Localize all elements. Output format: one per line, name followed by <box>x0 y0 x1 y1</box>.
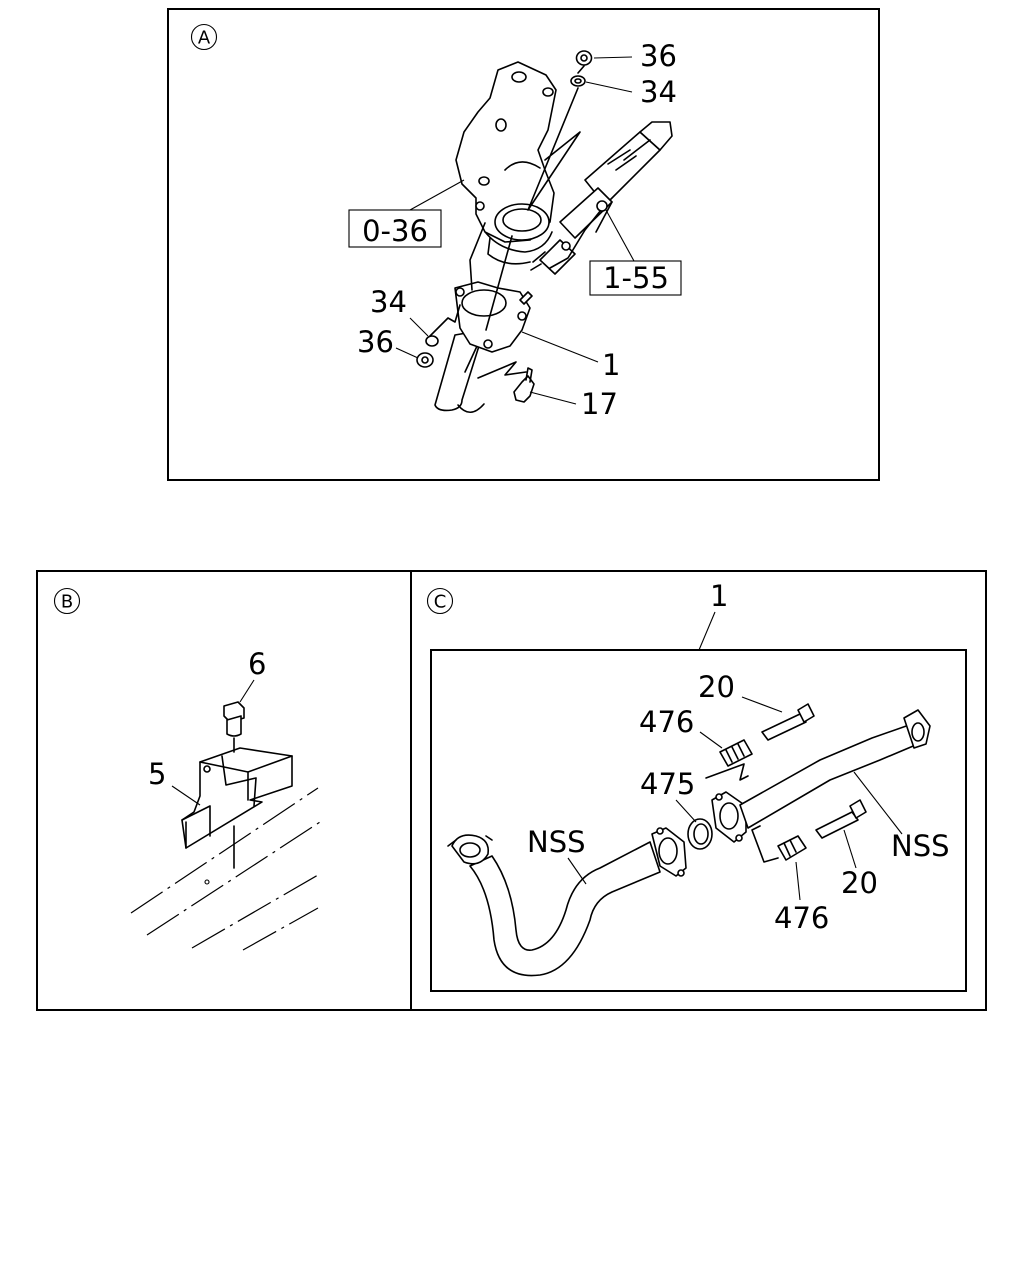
leader-assembly-1 <box>698 611 716 651</box>
bracket-5 <box>181 747 293 869</box>
spring-476-bottom <box>777 835 807 861</box>
panel-a-frame <box>167 8 880 481</box>
leader-36-left <box>395 347 419 359</box>
leader-475 <box>675 799 697 823</box>
bolt-17 <box>513 367 535 403</box>
ref-box-1-55 <box>589 260 682 296</box>
zig-line-bottom <box>751 825 779 863</box>
leader-6 <box>239 679 255 703</box>
panel-b: B 6 5 <box>36 570 412 1011</box>
leader-36-top <box>593 56 633 59</box>
spring-476-top <box>719 739 753 767</box>
nut-36-left <box>416 352 434 368</box>
front-pipe-a <box>434 281 533 414</box>
callout-6: 6 <box>248 647 266 681</box>
leader-0-36 <box>409 179 465 211</box>
nut-36-top <box>575 50 593 66</box>
callout-nss-right: NSS <box>891 829 950 863</box>
callout-475: 475 <box>640 767 695 801</box>
exhaust-manifold <box>455 61 557 265</box>
panel-c: C 1 <box>410 570 987 1011</box>
panel-c-letter-badge: C <box>426 587 454 615</box>
callout-assembly-1: 1 <box>710 579 728 613</box>
callout-476-top: 476 <box>639 705 694 739</box>
panel-a-letter-badge: A <box>190 23 218 51</box>
panel-c-letter: C <box>434 592 447 613</box>
frame-rail-lines <box>130 787 321 951</box>
callout-1: 1 <box>602 348 620 382</box>
zig-line-bottom <box>477 361 527 379</box>
leader-nss-right <box>853 771 903 835</box>
flange-middle <box>651 827 687 877</box>
callout-34-top: 34 <box>640 75 677 109</box>
washer-34-top <box>570 75 586 87</box>
leader-476-bottom <box>795 861 801 901</box>
leader-1 <box>521 331 599 363</box>
leader-34-top <box>585 81 633 93</box>
panel-a: A <box>167 8 880 481</box>
ref-box-0-36 <box>348 209 442 248</box>
alignment-line <box>485 235 513 331</box>
callout-36-top: 36 <box>640 39 677 73</box>
callout-20-top: 20 <box>698 670 735 704</box>
bolt-20-bottom <box>815 799 867 839</box>
bolt-6 <box>223 701 245 753</box>
zig-line-left <box>429 304 461 337</box>
callout-5: 5 <box>148 757 166 791</box>
assembly-box <box>430 649 967 992</box>
callout-36-left: 36 <box>357 325 394 359</box>
bolt-20-top <box>761 703 815 741</box>
leader-nss-left <box>567 857 587 885</box>
gasket-475 <box>687 818 713 850</box>
egr-pipe-assembly <box>530 121 673 275</box>
panel-b-letter-badge: B <box>53 587 81 615</box>
panel-c-frame <box>410 570 987 1011</box>
leader-17 <box>529 391 577 405</box>
callout-34-left: 34 <box>370 285 407 319</box>
panel-a-letter: A <box>198 28 211 49</box>
washer-34-left <box>425 335 439 347</box>
leader-5 <box>171 785 201 806</box>
rear-exhaust-pipe-right <box>711 709 931 843</box>
callout-nss-left: NSS <box>527 825 586 859</box>
leader-476-top <box>699 731 723 749</box>
leader-1-55 <box>605 209 635 262</box>
zig-line-top <box>705 763 749 781</box>
leader-20-bottom <box>843 829 857 869</box>
callout-17: 17 <box>581 387 618 421</box>
callout-476-bottom: 476 <box>774 901 829 935</box>
panel-b-letter: B <box>61 592 73 613</box>
washer-line <box>527 65 585 211</box>
leader-20-top <box>741 696 783 713</box>
stud-line <box>469 222 486 291</box>
front-exhaust-pipe-left <box>447 834 661 977</box>
ref-0-36: 0-36 <box>362 214 428 248</box>
callout-20-bottom: 20 <box>841 866 878 900</box>
ref-1-55: 1-55 <box>603 261 669 295</box>
leader-34-left <box>409 317 429 337</box>
